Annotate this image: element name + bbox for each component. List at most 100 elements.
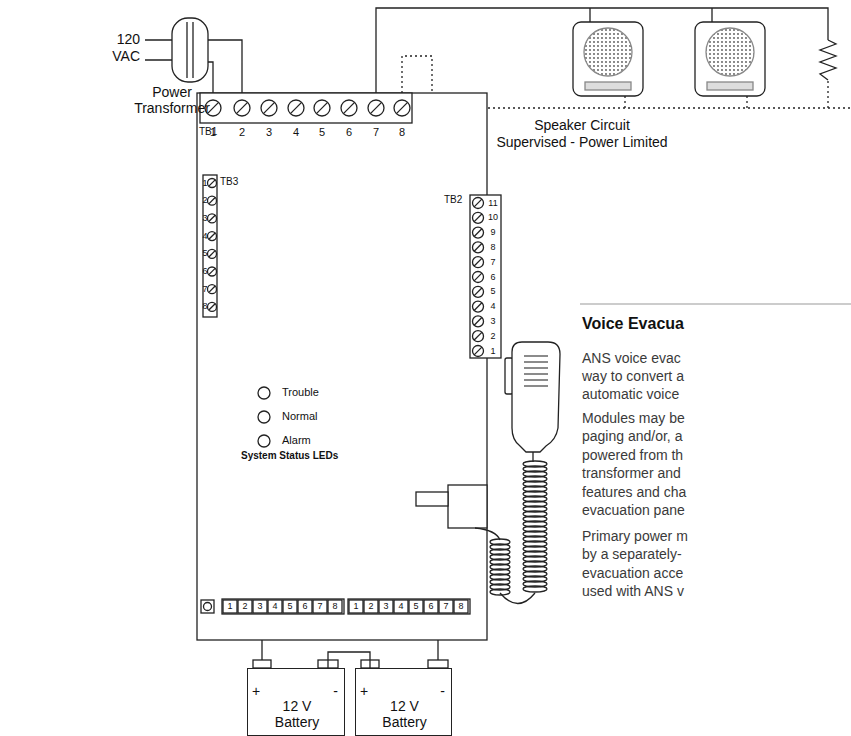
polarity-sign: - xyxy=(440,683,445,699)
terminal-screw xyxy=(473,198,484,209)
pin-number: 4 xyxy=(290,126,302,139)
dip-number: 6 xyxy=(424,601,438,611)
body-text: used with ANS v xyxy=(582,583,684,599)
terminal-screw xyxy=(473,257,484,268)
dip-number: 2 xyxy=(364,601,378,611)
screw-slot xyxy=(209,233,215,239)
dip-number: 8 xyxy=(328,601,342,611)
dip-number: 7 xyxy=(439,601,453,611)
body-text: way to convert a xyxy=(582,368,684,384)
section-heading: Voice Evacua xyxy=(582,315,684,333)
battery-label: 12 V Battery xyxy=(265,698,329,730)
pin-number: 4 xyxy=(202,231,208,241)
led-label: Normal xyxy=(282,410,317,423)
pin-number: 7 xyxy=(486,257,500,267)
pin-number: 9 xyxy=(486,227,500,237)
dip-cell xyxy=(349,600,363,613)
terminal-screw xyxy=(341,100,357,116)
pin-number: 1 xyxy=(207,126,219,139)
dip-number: 4 xyxy=(394,601,408,611)
body-text: automatic voice xyxy=(582,386,679,402)
polarity-sign: + xyxy=(360,683,368,699)
mic-jack xyxy=(448,485,487,528)
terminal-screw xyxy=(288,100,304,116)
reset-button xyxy=(204,603,212,611)
pin-number: 10 xyxy=(486,212,500,222)
dip-cell xyxy=(298,600,312,613)
dip-cell xyxy=(313,600,327,613)
dip-cell xyxy=(364,600,378,613)
body-text: Modules may be xyxy=(582,410,685,426)
pin-number: 7 xyxy=(370,126,382,139)
transformer-core xyxy=(192,22,193,78)
transformer-wire xyxy=(208,40,242,93)
dip-cell xyxy=(409,600,423,613)
dip-number: 1 xyxy=(349,601,363,611)
part-label: Power Transformer xyxy=(132,84,212,116)
dip-number: 6 xyxy=(298,601,312,611)
screw-slot xyxy=(474,332,482,340)
screw-slot xyxy=(474,244,482,252)
terminal-screw xyxy=(314,100,330,116)
terminal-screw xyxy=(473,301,484,312)
reset-button xyxy=(201,600,214,613)
pin-number: 4 xyxy=(486,301,500,311)
status-led xyxy=(258,435,270,447)
screw-slot xyxy=(474,273,482,281)
rule-line xyxy=(580,304,851,305)
dip-cell xyxy=(268,600,282,613)
polarity-sign: - xyxy=(333,683,338,699)
pin-number: 6 xyxy=(202,266,208,276)
screw-slot xyxy=(236,102,247,113)
pin-number: 1 xyxy=(486,346,500,356)
body-text: transformer and xyxy=(582,465,681,481)
terminal-screw xyxy=(208,267,217,276)
terminal-screw xyxy=(473,331,484,342)
body-text: by a separately- xyxy=(582,546,682,562)
led-label: Trouble xyxy=(282,386,319,399)
body-text: evacuation pane xyxy=(582,502,685,518)
battery-terminal xyxy=(428,660,448,668)
led-group-label: System Status LEDs xyxy=(241,450,338,462)
screw-slot xyxy=(209,251,215,257)
screw-slot xyxy=(209,215,215,221)
dip-number: 5 xyxy=(283,601,297,611)
pin-number: 5 xyxy=(202,248,208,258)
pin-number: 6 xyxy=(486,272,500,282)
terminal-block-name: TB2 xyxy=(444,194,462,206)
speaker xyxy=(695,22,765,96)
pin-number: 2 xyxy=(202,195,208,205)
terminal-block-name: TB3 xyxy=(220,176,238,188)
screw-slot xyxy=(209,268,215,274)
screw-slot xyxy=(263,102,274,113)
body-text: evacuation acce xyxy=(582,565,683,581)
status-led xyxy=(258,387,270,399)
screw-slot xyxy=(316,102,327,113)
pin-number: 3 xyxy=(486,316,500,326)
terminal-strip xyxy=(203,175,217,317)
circuit-label: Speaker Circuit xyxy=(482,117,682,133)
terminal-strip xyxy=(200,93,412,123)
pin-number: 7 xyxy=(202,284,208,294)
dip-number: 7 xyxy=(313,601,327,611)
dip-cell xyxy=(253,600,267,613)
screw-slot xyxy=(474,303,482,311)
dip-number: 2 xyxy=(238,601,252,611)
terminal-screw xyxy=(473,272,484,283)
screw-slot xyxy=(209,304,215,310)
screw-slot xyxy=(474,199,482,207)
screw-slot xyxy=(290,102,301,113)
terminal-screw xyxy=(473,316,484,327)
terminal-screw xyxy=(473,242,484,253)
jumper-wire xyxy=(328,652,370,668)
pin-number: 8 xyxy=(396,126,408,139)
supply-label: 120 VAC xyxy=(104,31,140,65)
terminal-screw xyxy=(394,100,410,116)
terminal-screw xyxy=(473,227,484,238)
dip-number: 1 xyxy=(223,601,237,611)
screw-slot xyxy=(474,214,482,222)
battery-box: +-12 V Battery xyxy=(355,668,452,736)
body-text: Primary power m xyxy=(582,528,688,544)
screw-slot xyxy=(474,258,482,266)
terminal-screw xyxy=(261,100,277,116)
